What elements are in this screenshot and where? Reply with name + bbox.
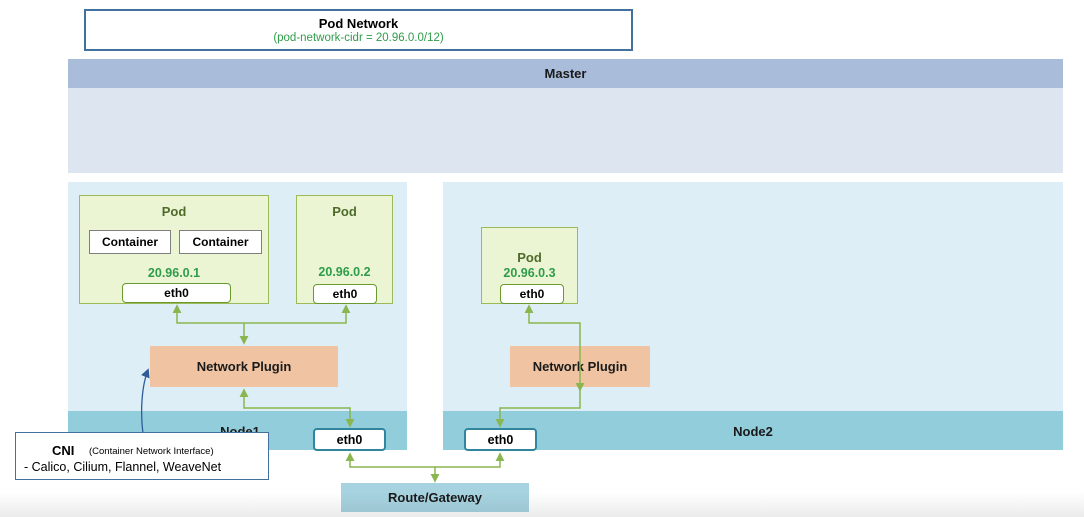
route-gateway: Route/Gateway: [341, 483, 529, 512]
node1-eth0: eth0: [313, 428, 386, 451]
link-pod3-plugin2: [524, 304, 585, 392]
link-pod1-plugin1: [172, 304, 351, 324]
link-plugin2-eth0: [495, 390, 581, 428]
master-area: [68, 88, 1063, 173]
pod-eth0: eth0: [313, 284, 377, 304]
node2-eth0: eth0: [464, 428, 537, 451]
pod-title: Pod: [332, 204, 357, 219]
node2-label: Node2: [733, 423, 773, 439]
node1-network-plugin: Network Plugin: [150, 346, 338, 387]
container-box: Container: [89, 230, 171, 254]
node1-pod-1: Pod Container Container 20.96.0.1 eth0: [79, 195, 269, 304]
link-eth0s-route: [345, 452, 505, 468]
cni-title: CNI: [52, 443, 75, 458]
pod-network-title: Pod Network: [318, 16, 399, 31]
pod-eth0: eth0: [122, 283, 231, 303]
node1-pod-2: Pod 20.96.0.2 eth0: [296, 195, 393, 304]
master-header: Master: [68, 59, 1063, 88]
cni-callout: CNI (Container Network Interface) - Cali…: [15, 432, 269, 480]
node2-pod-1: Pod 20.96.0.3 eth0: [481, 227, 578, 304]
cni-plugin-list: - Calico, Cilium, Flannel, WeaveNet: [24, 460, 222, 474]
cni-callout-arrow: [140, 368, 150, 435]
node2-bar: [443, 411, 1063, 450]
pod-title: Pod: [517, 250, 542, 265]
pod-network-cidr: (pod-network-cidr = 20.96.0.0/12): [273, 32, 444, 44]
pod-title: Pod: [161, 204, 187, 219]
pod-eth0: eth0: [500, 284, 564, 304]
container-box: Container: [179, 230, 262, 254]
pod-network-box: Pod Network (pod-network-cidr = 20.96.0.…: [84, 9, 633, 51]
pod-ip: 20.96.0.3: [503, 266, 556, 280]
link-plugin1-eth0: [239, 388, 355, 428]
pod-ip: 20.96.0.2: [318, 265, 371, 279]
cni-subtitle: (Container Network Interface): [89, 446, 214, 457]
pod-ip: 20.96.0.1: [147, 266, 201, 280]
